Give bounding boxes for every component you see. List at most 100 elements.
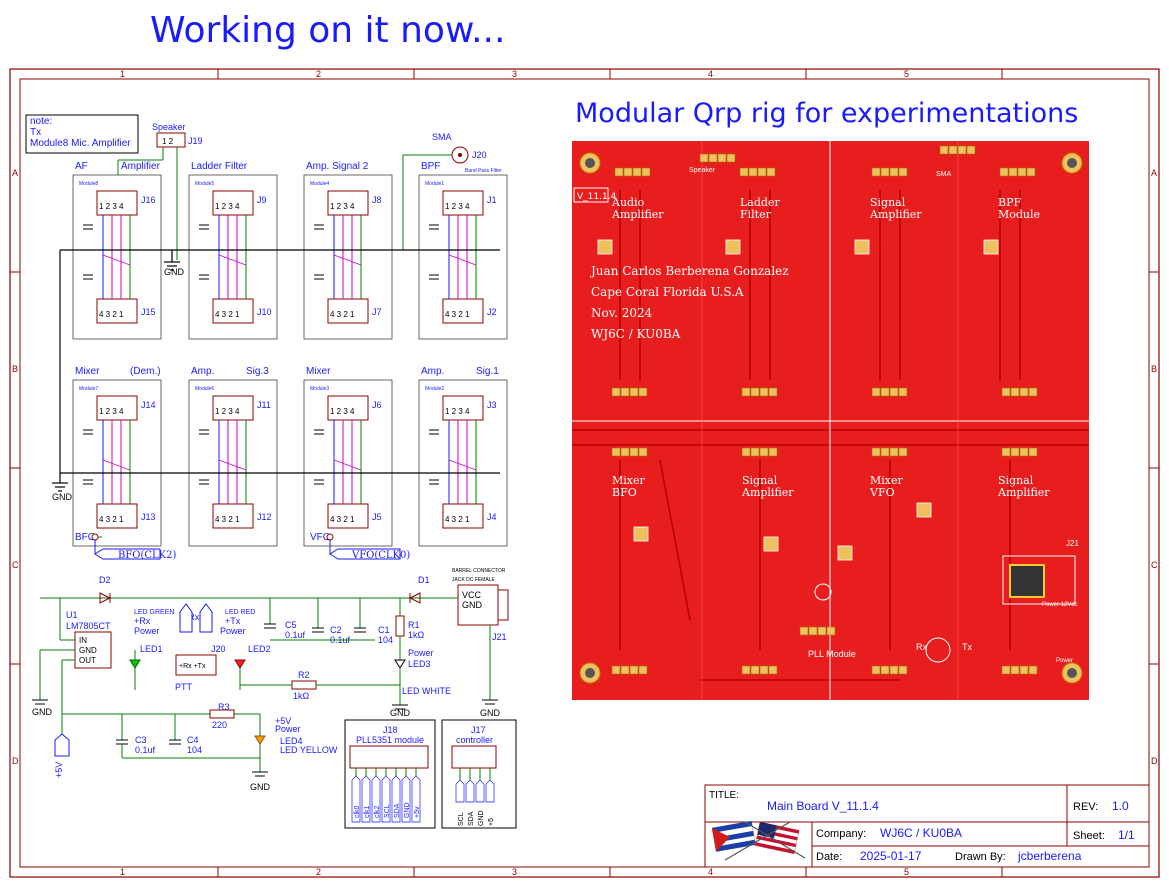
- pcb-pad: [759, 447, 769, 457]
- connector-ref: J14: [141, 400, 156, 410]
- pcb-pad: [620, 447, 630, 457]
- connector-ref: J2: [487, 307, 497, 317]
- pcb-author-2: Cape Coral Florida U.S.A: [591, 285, 744, 299]
- pcb-pad: [871, 167, 881, 177]
- svg-text:REV:: REV:: [1073, 801, 1098, 813]
- svg-text:J20: J20: [211, 644, 226, 654]
- pcb-module-label: BFO: [612, 486, 637, 499]
- pcb-pad: [750, 665, 760, 675]
- pcb-pad: [999, 167, 1009, 177]
- grid-col-label: 4: [708, 69, 713, 79]
- pcb-tx: Tx: [962, 642, 972, 652]
- pcb-module-label: Amplifier: [611, 208, 664, 221]
- svg-text:Power: Power: [275, 724, 301, 734]
- grid-col-label: 3: [512, 867, 517, 877]
- pcb-module-label: Mixer: [870, 474, 903, 487]
- pcb-pad: [1001, 447, 1011, 457]
- pcb-j21: J21: [1066, 539, 1079, 548]
- svg-text:J20: J20: [472, 150, 487, 160]
- pcb-pad: [889, 387, 899, 397]
- svg-text:1kΩ: 1kΩ: [293, 691, 310, 701]
- svg-text:GND: GND: [250, 782, 271, 792]
- module-title: Mixer: [306, 366, 331, 377]
- pcb-pad: [1028, 665, 1038, 675]
- module-title-2: Sig.3: [246, 366, 269, 377]
- module-id: Module2: [425, 386, 444, 392]
- svg-text:0.1uf: 0.1uf: [285, 630, 306, 640]
- pcb-module-label: Mixer: [612, 474, 645, 487]
- pcb-rx: Rx: [916, 642, 927, 652]
- pcb-cap: [597, 239, 613, 255]
- pcb-pad: [614, 167, 624, 177]
- pcb-pad: [880, 665, 890, 675]
- note-box: note: Tx Module8 Mic. Amplifier: [25, 114, 139, 154]
- grid-col-label: 1: [120, 867, 125, 877]
- connector-ref: J4: [487, 512, 497, 522]
- connector-ref: J9: [257, 195, 267, 205]
- svg-text:Power: Power: [220, 626, 246, 636]
- module-title: AF: [75, 161, 88, 172]
- crossed-flags-logo: [711, 820, 806, 861]
- svg-text:Company:: Company:: [816, 828, 866, 840]
- svg-text:220: 220: [212, 720, 227, 730]
- svg-text:JACK DC FEMALE: JACK DC FEMALE: [452, 577, 495, 583]
- pcb-module-label: Signal: [998, 474, 1034, 487]
- module-id: Module3: [310, 386, 329, 392]
- svg-text:R2: R2: [298, 670, 310, 680]
- pcb-pad: [768, 665, 778, 675]
- pcb-pad: [768, 387, 778, 397]
- svg-text:1 2 3 4: 1 2 3 4: [445, 202, 470, 211]
- pcb-pad: [880, 167, 890, 177]
- note-line2: Tx: [30, 127, 41, 138]
- svg-text:BARREL CONNECTOR: BARREL CONNECTOR: [452, 568, 506, 574]
- j18-pin-label: clk1: [364, 805, 371, 818]
- svg-text:R3: R3: [218, 702, 230, 712]
- pcb-pad: [889, 447, 899, 457]
- pcb-module-label: Amplifier: [741, 486, 794, 499]
- pcb-pad: [1010, 447, 1020, 457]
- pcb-pad: [898, 665, 908, 675]
- pcb-pad: [741, 387, 751, 397]
- pcb-pad: [1026, 167, 1036, 177]
- svg-text:Date:: Date:: [816, 851, 842, 863]
- gnd-bus: [52, 249, 500, 492]
- pcb-pad: [641, 167, 651, 177]
- gnd-label-2: GND: [164, 267, 185, 277]
- svg-text:TITLE:: TITLE:: [709, 790, 739, 801]
- svg-text:4 3 2 1: 4 3 2 1: [215, 515, 240, 524]
- j18-pin-label: SCL: [384, 804, 391, 818]
- pcb-pad: [748, 167, 758, 177]
- grid-col-label: 1: [120, 69, 125, 79]
- svg-text:+5V: +5V: [275, 716, 291, 726]
- module-title: Mixer: [75, 366, 100, 377]
- svg-text:IN: IN: [79, 636, 87, 645]
- pcb-module-label: Signal: [742, 474, 778, 487]
- svg-text:LED2: LED2: [248, 644, 271, 654]
- pcb-pad: [629, 447, 639, 457]
- pcb-module-label: Audio: [611, 196, 645, 209]
- pcb-pad: [629, 387, 639, 397]
- pcb-cap: [763, 536, 779, 552]
- connector-ref: J5: [372, 512, 382, 522]
- pcb-author-4: WJ6C / KU0BA: [591, 327, 681, 341]
- pcb-pad: [739, 167, 749, 177]
- pcb-pad: [898, 447, 908, 457]
- svg-text:1 2 3 4: 1 2 3 4: [215, 407, 240, 416]
- svg-text:LED GREEN: LED GREEN: [134, 609, 174, 616]
- pcb-version: V_11.1.4: [577, 192, 617, 202]
- pcb-pad: [1017, 167, 1027, 177]
- pcb-pad: [1028, 447, 1038, 457]
- pcb-pad: [889, 665, 899, 675]
- j17-pin-label: GND: [478, 810, 485, 826]
- pcb-module-label: VFO: [869, 486, 895, 499]
- date-value: 2025-01-17: [860, 849, 922, 863]
- svg-text:GND: GND: [79, 646, 97, 655]
- svg-text:GND: GND: [390, 708, 411, 718]
- svg-text:U1: U1: [66, 610, 78, 620]
- j18-pin-label: +5v: [414, 806, 421, 818]
- svg-text:C5: C5: [285, 620, 297, 630]
- pcb-pad: [741, 447, 751, 457]
